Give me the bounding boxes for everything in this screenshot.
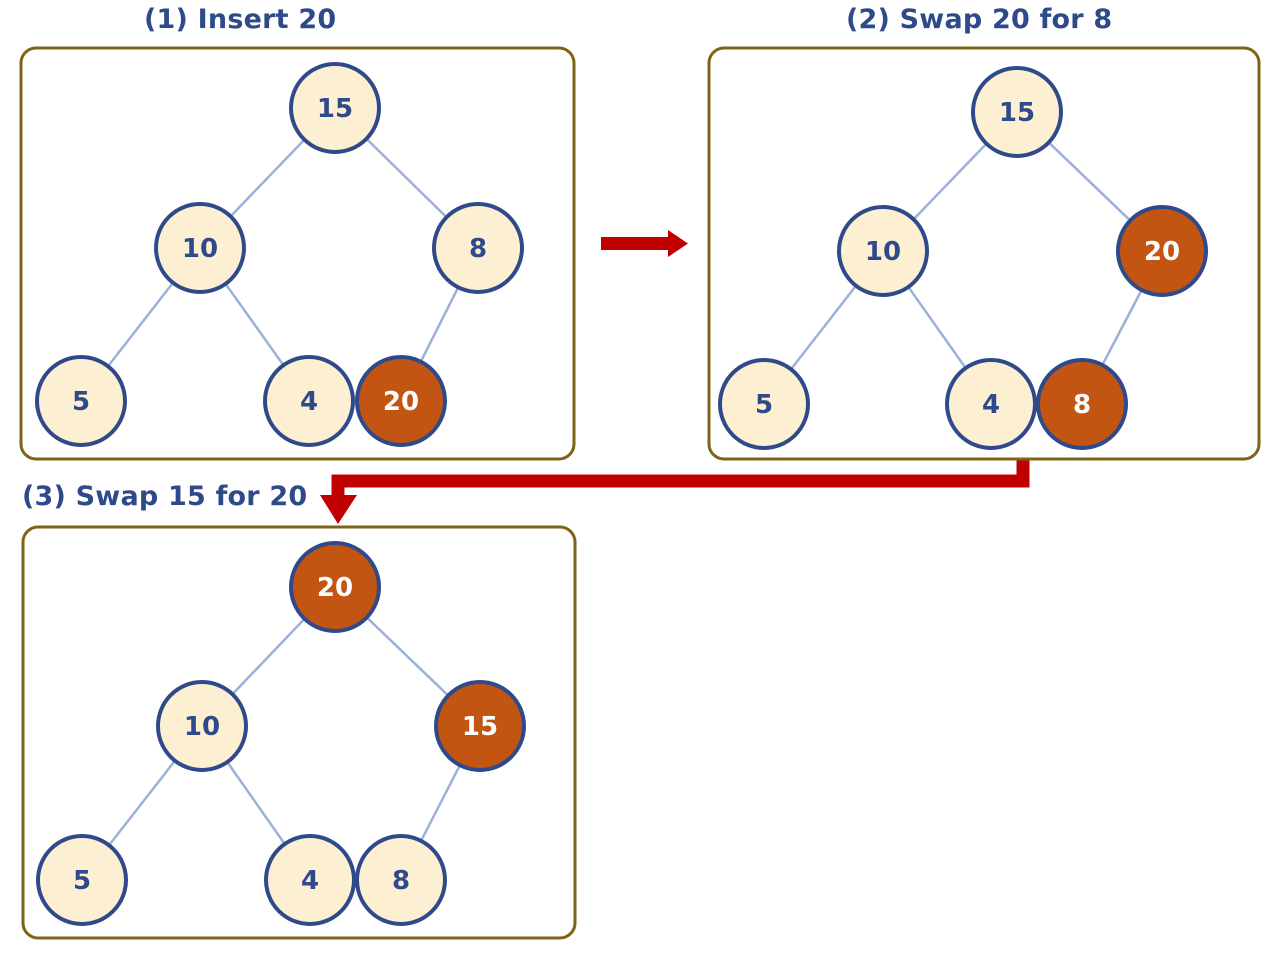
- node-value: 20: [317, 573, 353, 603]
- heap-node-left-right: 4: [945, 358, 1037, 450]
- node-circle: [971, 66, 1063, 158]
- node-value: 20: [1144, 237, 1180, 267]
- node-circle: [289, 541, 381, 633]
- node-circle: [837, 205, 929, 297]
- node-circle: [36, 834, 128, 926]
- heap-node-root: 15: [289, 62, 381, 154]
- node-value: 15: [462, 712, 498, 742]
- tree-edge: [365, 137, 448, 219]
- panel-1-title: (1) Insert 20: [144, 4, 337, 35]
- node-value: 10: [865, 237, 901, 267]
- heap-node-right: 8: [432, 202, 524, 294]
- heap-node-left: 10: [156, 680, 248, 772]
- heap-node-root: 15: [971, 66, 1063, 158]
- node-circle: [1116, 205, 1208, 297]
- node-value: 20: [383, 387, 419, 417]
- node-circle: [35, 355, 127, 447]
- node-value: 8: [1073, 390, 1091, 420]
- heap-node-left-left: 5: [36, 834, 128, 926]
- heap-node-right: 20: [1116, 205, 1208, 297]
- arrow-2-head: [320, 495, 357, 524]
- heap-node-right: 15: [434, 680, 526, 772]
- panel-3-title: (3) Swap 15 for 20: [22, 481, 308, 512]
- node-circle: [355, 834, 447, 926]
- node-value: 15: [317, 94, 353, 124]
- node-value: 8: [469, 234, 487, 264]
- heap-node-right-left: 8: [1036, 358, 1128, 450]
- node-circle: [264, 834, 356, 926]
- heap-node-left: 10: [154, 202, 246, 294]
- heap-panel-3: 20 10 15 5 4 8: [21, 525, 577, 940]
- node-value: 15: [999, 98, 1035, 128]
- node-circle: [289, 62, 381, 154]
- arrow-2-path: [331, 460, 1030, 499]
- heap-node-left-left: 5: [718, 358, 810, 450]
- heap-node-left: 10: [837, 205, 929, 297]
- node-circle: [355, 355, 447, 447]
- heap-node-right-left: 20: [355, 355, 447, 447]
- node-value: 4: [982, 390, 1000, 420]
- heap-panel-1: 15 10 8 5 4 20: [19, 46, 576, 461]
- tree-edge: [365, 616, 450, 697]
- heap-panel-2: 15 10 20 5 4 8: [707, 46, 1261, 461]
- tree-edge: [1101, 289, 1143, 366]
- node-circle: [945, 358, 1037, 450]
- node-circle: [432, 202, 524, 294]
- arrow-1-head: [668, 230, 688, 257]
- tree-edge: [907, 286, 967, 369]
- tree-edge: [107, 281, 174, 368]
- tree-edge: [790, 284, 857, 371]
- tree-edge: [419, 286, 460, 363]
- node-value: 8: [392, 866, 410, 896]
- node-circle: [156, 680, 248, 772]
- heap-node-right-left: 8: [355, 834, 447, 926]
- node-value: 5: [755, 390, 773, 420]
- arrows: [320, 230, 1030, 524]
- tree-edge: [231, 617, 306, 696]
- node-circle: [434, 680, 526, 772]
- tree-edge: [1047, 141, 1132, 222]
- tree-edge: [912, 142, 988, 221]
- arrow-1-shaft: [601, 237, 671, 250]
- panel-frame: [21, 525, 577, 940]
- node-value: 10: [182, 234, 218, 264]
- panel-frame: [19, 46, 576, 461]
- node-circle: [1036, 358, 1128, 450]
- heap-node-left-right: 4: [264, 834, 356, 926]
- node-value: 5: [72, 387, 90, 417]
- node-circle: [154, 202, 246, 294]
- tree-edge: [224, 283, 285, 366]
- node-value: 5: [73, 866, 91, 896]
- panel-frame: [707, 46, 1261, 461]
- tree-edge: [229, 138, 306, 218]
- tree-edge: [419, 764, 462, 842]
- tree-edge: [226, 761, 286, 845]
- heap-node-left-right: 4: [263, 355, 355, 447]
- heap-node-left-left: 5: [35, 355, 127, 447]
- tree-edge: [108, 759, 176, 847]
- heap-node-root: 20: [289, 541, 381, 633]
- node-circle: [263, 355, 355, 447]
- node-value: 10: [184, 712, 220, 742]
- panel-2-title: (2) Swap 20 for 8: [846, 4, 1113, 35]
- node-value: 4: [301, 866, 319, 896]
- node-circle: [718, 358, 810, 450]
- node-value: 4: [300, 387, 318, 417]
